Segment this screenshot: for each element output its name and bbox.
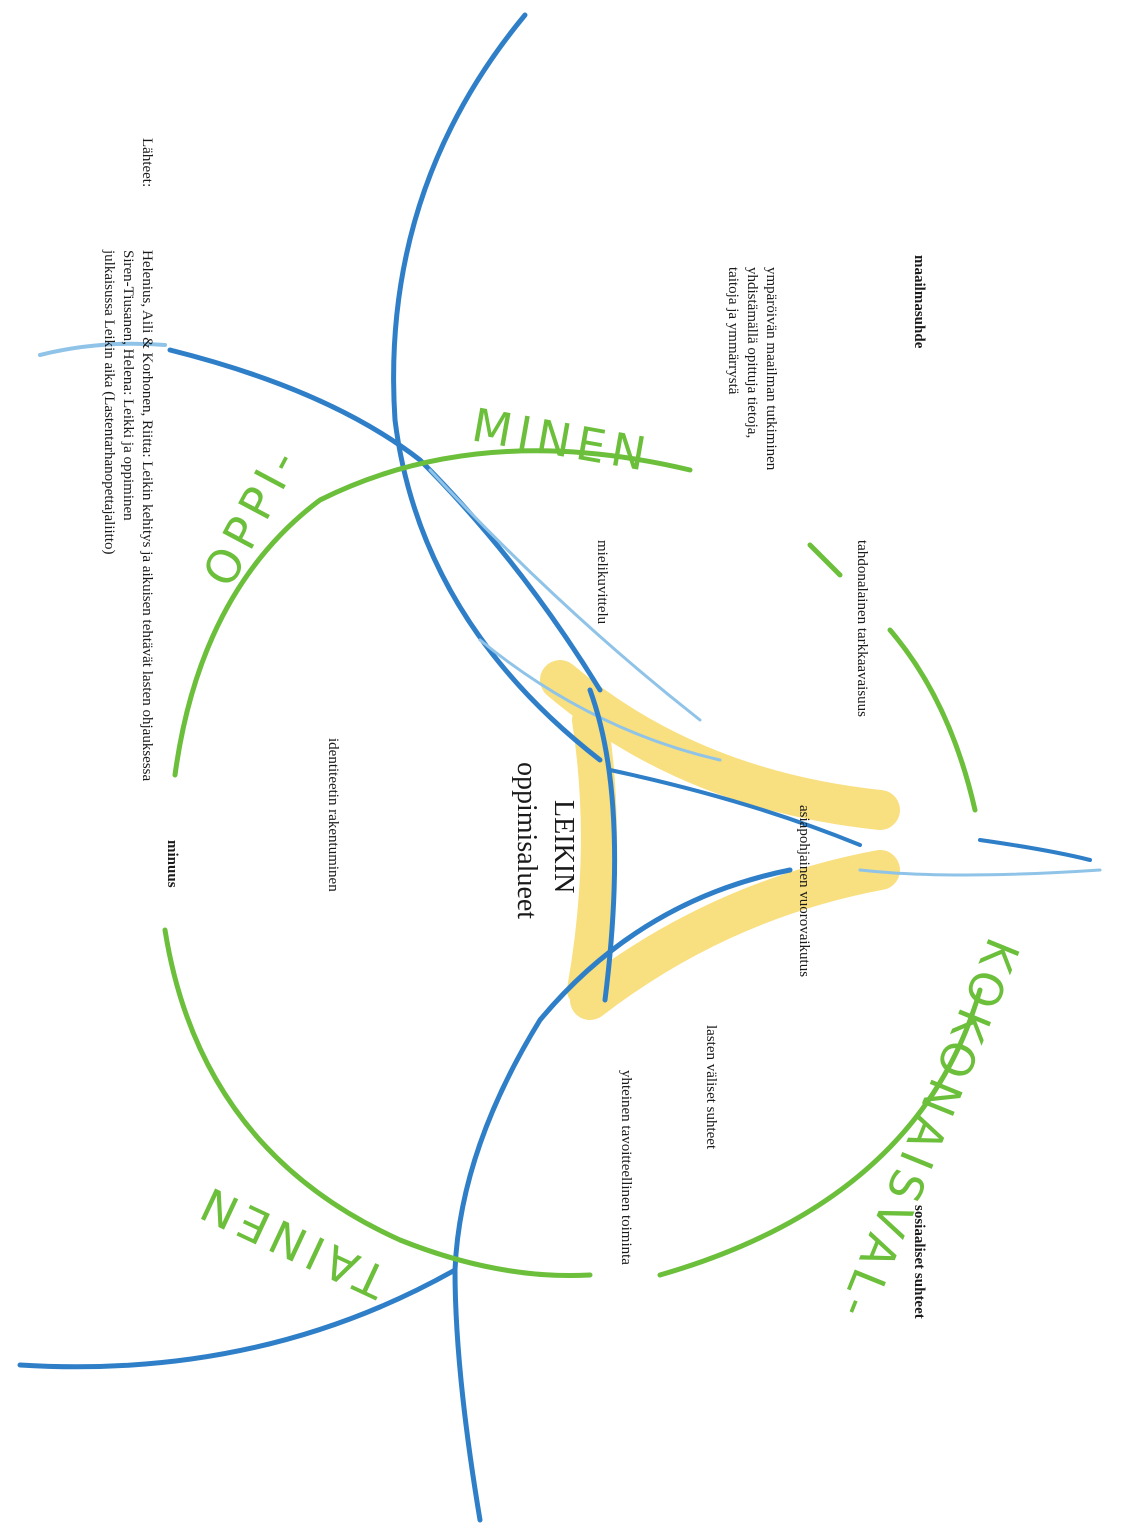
green-arc-dash	[807, 542, 843, 578]
green-arc-left	[172, 448, 693, 778]
item-interaction: asiapohjainen vuorovaikutus	[796, 805, 812, 977]
green-circle	[162, 448, 983, 1279]
blue-arc-lightblue-2	[428, 468, 702, 722]
center-subtitle: oppimisalueet	[511, 762, 542, 919]
blue-arc-right	[978, 838, 1092, 862]
sources-line2: Siren-Tiusanen, Helena: Leikki ja oppimi…	[120, 250, 136, 521]
blue-arc-top	[391, 12, 603, 763]
item-research-line2: yhdistämällä opittuja tietoja,	[744, 267, 760, 438]
green-arc-bottom	[162, 927, 593, 1279]
blue-arc-right-light	[858, 868, 1102, 877]
crayon-tainen: TAINEN	[187, 1174, 395, 1309]
crayon-kokonaisval: KOKONAISVAL-	[826, 931, 1030, 1331]
blue-circles	[17, 12, 1102, 1523]
crayon-oppi: OPPI-	[192, 436, 311, 595]
blue-arc-lightblue-3	[478, 638, 722, 762]
crayon-minen: MINEN	[468, 398, 656, 483]
area-minuus: minuus	[164, 840, 180, 888]
green-arc-right-top	[887, 627, 978, 813]
item-imagination: mielikuvittelu	[594, 540, 610, 625]
blue-arc-center-right	[608, 768, 862, 847]
blue-arc-lower	[452, 867, 793, 1523]
blue-arc-lightblue-1	[38, 341, 167, 357]
sources-line3: julkaisussa Leikin aika (Lastentarhanope…	[101, 249, 117, 554]
area-sosiaaliset-suhteet: sosiaaliset suhteet	[911, 1205, 927, 1319]
sources-line1: Helenius, Aili & Korhonen, Riitta: Leiki…	[139, 250, 155, 781]
item-accuracy: tahdonalainen tarkkaavaisuus	[854, 540, 870, 717]
item-identity: identiteetin rakentuminen	[325, 738, 341, 892]
center-title: LEIKIN	[548, 800, 579, 893]
sources-label: Lähteet:	[139, 138, 155, 187]
blue-arc-bottom-left	[17, 1267, 458, 1370]
item-peer-relations: lasten väliset suhteet	[703, 1025, 719, 1150]
item-joint-activity: yhteinen tavoitteellinen toiminta	[618, 1070, 634, 1265]
item-research-line3: taitoja ja ymmärrystä	[725, 267, 741, 395]
blue-arc-top-cross	[167, 347, 603, 693]
area-maailmasuhde: maailmasuhde	[911, 255, 927, 349]
item-research-line1: ympäröivän maailman tutkiminen	[763, 267, 779, 471]
green-arc-right-bottom	[657, 987, 983, 1278]
